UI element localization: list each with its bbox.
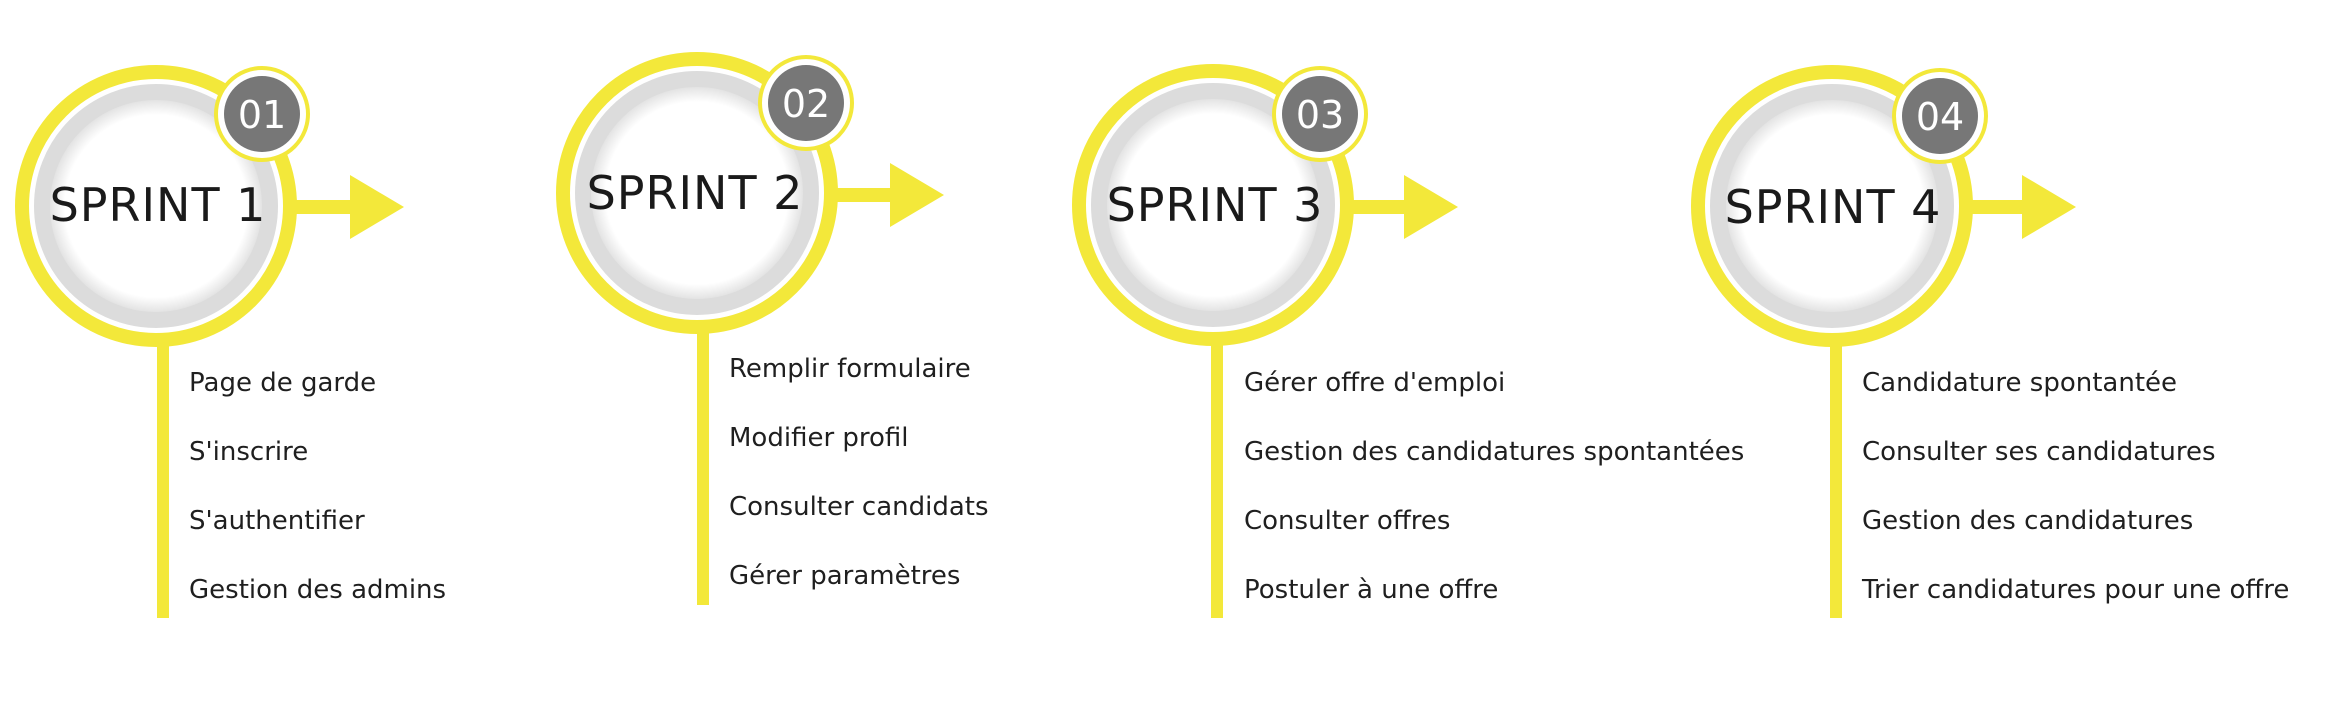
sprint-4-graphic: [1691, 65, 2076, 618]
sprint-4-items: Candidature spontantée Consulter ses can…: [1862, 366, 2289, 642]
sprint-2-item: Remplir formulaire: [729, 354, 971, 384]
sprint-block-2: 02 SPRINT 2 Remplir formulaire Modifier …: [556, 0, 1120, 708]
sprint-4-arrow-head: [2022, 175, 2076, 239]
sprint-1-item: S'authentifier: [189, 506, 365, 536]
sprint-3-items: Gérer offre d'emploi Gestion des candida…: [1244, 366, 1744, 642]
sprint-3-number: 03: [1295, 93, 1345, 137]
sprint-2-number: 02: [781, 82, 831, 126]
sprint-4-inner-ring: [1710, 84, 1954, 328]
sprint-3-arrow-head: [1404, 175, 1458, 239]
sprint-3-item: Postuler à une offre: [1244, 575, 1499, 605]
sprint-4-badge: [1902, 78, 1978, 154]
sprint-2-inner-ring: [575, 71, 819, 315]
sprint-3-item: Gestion des candidatures spontantées: [1244, 437, 1745, 467]
sprint-3-stem: [1211, 340, 1223, 618]
sprint-2-items: Remplir formulaire Modifier profil Consu…: [729, 352, 989, 628]
sprint-2-item: Gérer paramètres: [729, 561, 961, 591]
sprint-2-stem: [697, 330, 709, 605]
sprint-block-3: 03 SPRINT 3 Gérer offre d'emploi Gestion…: [1072, 0, 1744, 708]
sprint-1-items: Page de garde S'inscrire S'authentifier …: [189, 366, 446, 642]
sprint-4-item: Consulter ses candidatures: [1862, 437, 2216, 467]
sprint-3-item: Gérer offre d'emploi: [1244, 368, 1506, 398]
sprint-1-title: SPRINT 1: [49, 178, 267, 232]
sprint-2-arrow-head: [890, 163, 944, 227]
sprint-4-item: Trier candidatures pour une offre: [1862, 575, 2290, 605]
sprint-1-inner-ring: [34, 84, 278, 328]
sprint-1-item: Page de garde: [189, 368, 377, 398]
sprint-1-badge: [224, 76, 300, 152]
sprint-4-number: 04: [1915, 95, 1965, 139]
sprint-4-stem: [1830, 340, 1842, 618]
sprint-2-item: Modifier profil: [729, 423, 909, 453]
sprint-3-badge: [1282, 76, 1358, 152]
sprint-4-item: Gestion des candidatures: [1862, 506, 2194, 536]
sprint-1-item: Gestion des admins: [189, 575, 447, 605]
sprint-4-item: Candidature spontantée: [1862, 368, 2178, 398]
sprint-2-badge: [768, 65, 844, 141]
sprint-3-inner-ring: [1091, 83, 1335, 327]
sprint-1-number: 01: [237, 93, 287, 137]
sprint-4-title: SPRINT 4: [1724, 180, 1942, 234]
sprint-3-title: SPRINT 3: [1106, 178, 1324, 232]
sprint-3-graphic: [1072, 64, 1458, 618]
sprint-block-4: 04 SPRINT 4 Candidature spontantée Consu…: [1691, 0, 2289, 708]
sprint-2-graphic: [556, 52, 944, 605]
sprint-2-title: SPRINT 2: [586, 166, 804, 220]
sprint-1-item: S'inscrire: [189, 437, 309, 467]
sprint-1-arrow-shaft: [289, 200, 369, 214]
sprint-2-item: Consulter candidats: [729, 492, 989, 522]
sprint-1-graphic: [15, 65, 404, 618]
sprint-1-stem: [157, 340, 169, 618]
sprint-3-item: Consulter offres: [1244, 506, 1451, 536]
sprint-1-arrow-head: [350, 175, 404, 239]
sprint-block-1: 01 SPRINT 1 Page de garde S'inscrire S'a…: [14, 0, 574, 708]
